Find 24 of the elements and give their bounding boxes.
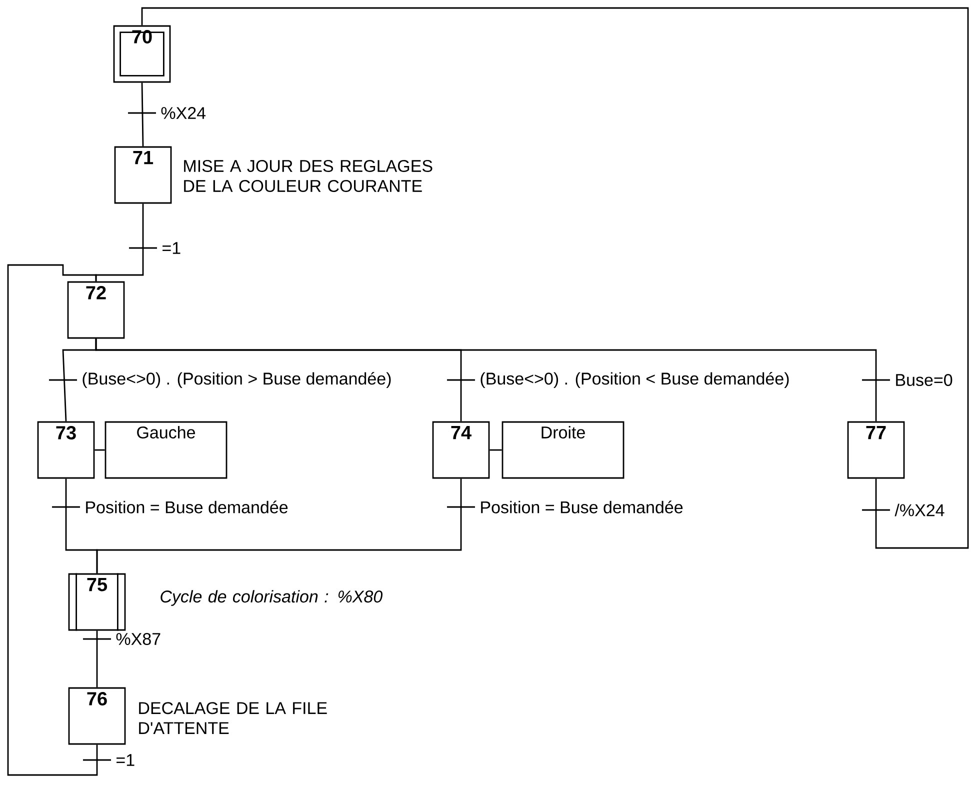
macro-step-box: 75 xyxy=(68,572,126,632)
transition-label: (Buse<>0) . (Position > Buse demandée) xyxy=(80,370,393,390)
transition-label: =1 xyxy=(160,241,182,255)
transition-label: (Buse<>0) . (Position < Buse demandée) xyxy=(478,370,791,390)
transition-label: Position = Buse demandée xyxy=(478,500,684,514)
step-box: 74 xyxy=(432,421,490,479)
step-action-text: DECALAGE DE LA FILE D'ATTENTE xyxy=(139,702,327,734)
transition-label: =1 xyxy=(114,753,136,767)
step-action-text: Cycle de colorisation : %X80 xyxy=(160,590,382,606)
step-box: 76 xyxy=(68,687,126,745)
step-action-text: MISE A JOUR DES REGLAGES DE LA COULEUR COURANTE xyxy=(184,160,432,192)
transition-label: %X24 xyxy=(160,106,208,120)
action-box: Gauche xyxy=(104,421,228,479)
connector-line xyxy=(94,449,105,451)
connector-line xyxy=(490,449,502,451)
transition-label: /%X24 xyxy=(894,502,946,518)
step-box: 77 xyxy=(847,421,905,479)
step-box: 71 xyxy=(114,146,172,204)
transition-label: %X87 xyxy=(114,632,162,646)
step-box: 73 xyxy=(37,421,95,479)
transition-label: Buse=0 xyxy=(894,373,954,388)
action-box: Droite xyxy=(502,421,624,479)
step-box: 72 xyxy=(67,281,125,339)
transition-label: Position = Buse demandée xyxy=(84,500,290,514)
